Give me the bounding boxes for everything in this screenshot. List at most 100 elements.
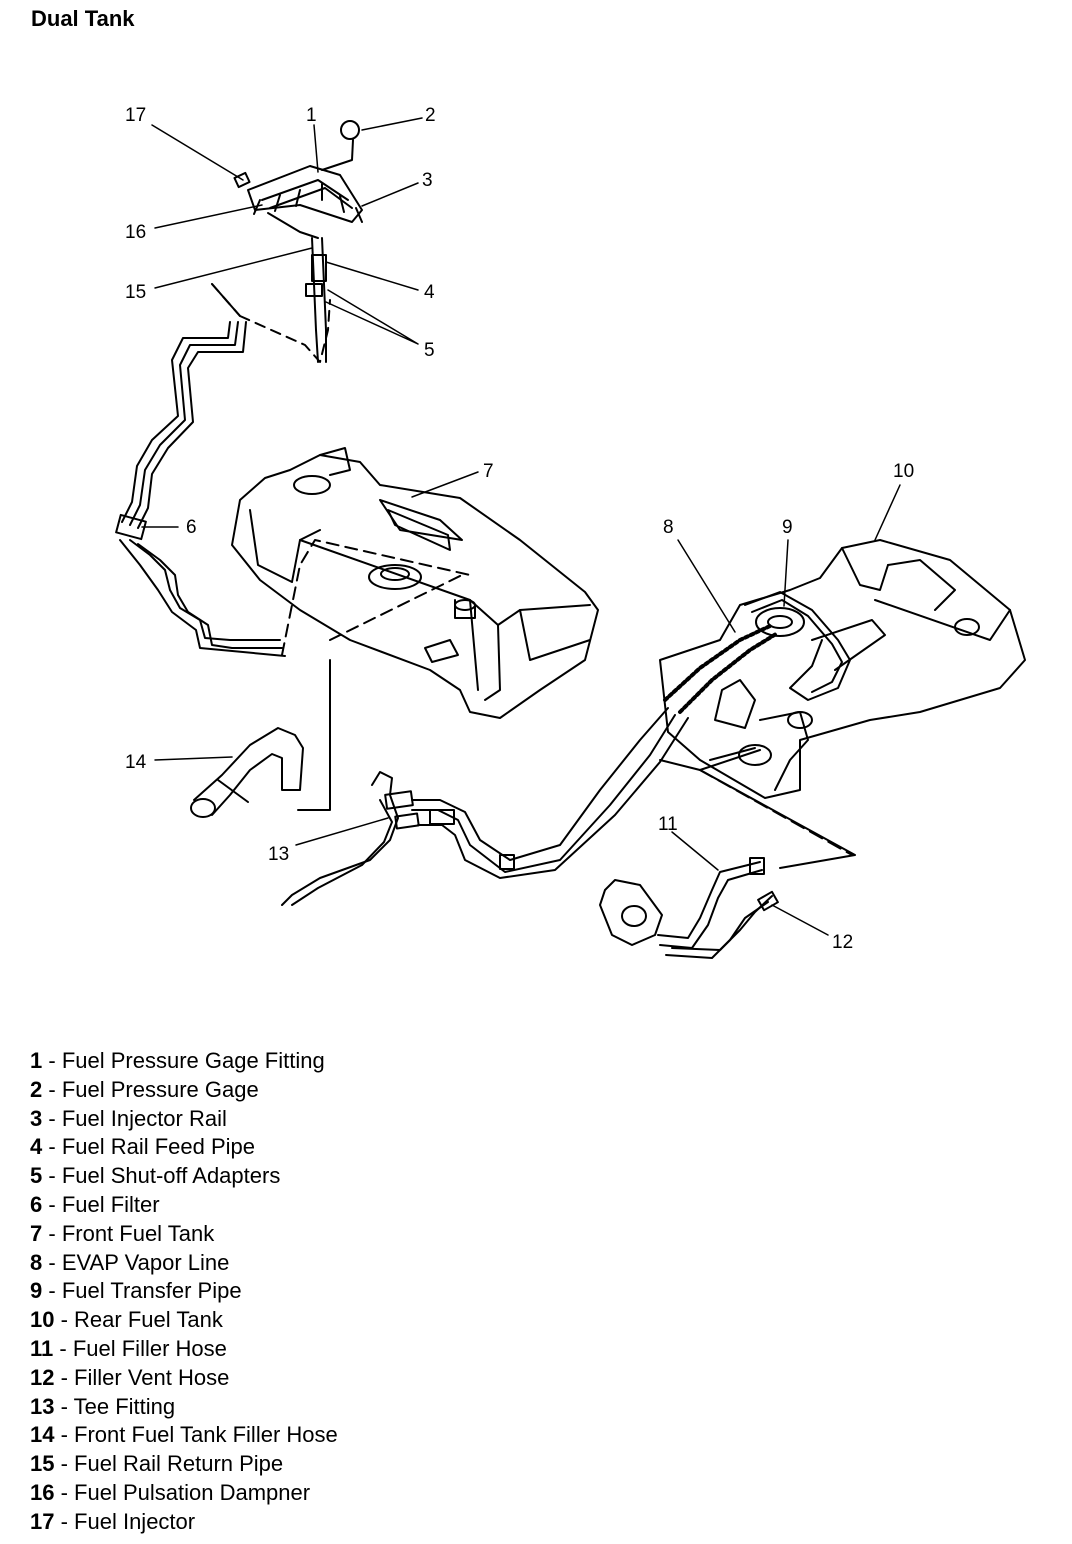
legend-item-separator: -: [53, 1335, 73, 1361]
legend-item-label: Fuel Pressure Gage Fitting: [61, 1048, 325, 1073]
legend-item-number: 8: [30, 1249, 43, 1275]
legend-item-separator: -: [42, 1249, 62, 1275]
legend-item-number: 3: [30, 1105, 43, 1131]
fuel-injector-rail: [233, 120, 363, 239]
fuel-supply-lines: [115, 321, 286, 657]
leader-lines: [141, 117, 901, 936]
legend-item-number: 17: [30, 1508, 55, 1534]
legend-item-number: 4: [30, 1134, 43, 1160]
legend-item-label: Tee Fitting: [73, 1393, 176, 1419]
callout-10: 10: [893, 461, 914, 482]
callout-12: 12: [832, 932, 853, 953]
callout-17: 17: [125, 105, 146, 126]
callout-13: 13: [268, 844, 289, 865]
legend-item: 1 - Fuel Pressure Gage Fitting: [30, 1047, 338, 1076]
legend-item-number: 6: [30, 1191, 43, 1217]
fuel-rail-pipes: [305, 237, 327, 363]
legend-item-number: 16: [30, 1479, 55, 1505]
legend-item: 2 - Fuel Pressure Gage: [30, 1076, 338, 1105]
legend-item-number: 1: [30, 1048, 43, 1073]
fuel-system-diagram: 17 1 2 3 16 4 15 5 7 10 6 8 9 14 11 13 1…: [115, 105, 1026, 959]
callout-4: 4: [424, 282, 435, 303]
evap-vapor-line: [663, 624, 778, 714]
legend-item: 13 - Tee Fitting: [30, 1393, 338, 1422]
routing-guide-lines: [211, 283, 856, 869]
legend-item-separator: -: [54, 1479, 75, 1505]
legend-item: 14 - Front Fuel Tank Filler Hose: [30, 1421, 338, 1450]
fuel-injector-icons: [233, 171, 363, 223]
legend-item-number: 10: [30, 1307, 55, 1333]
legend-item-number: 15: [30, 1451, 55, 1477]
legend-item-separator: -: [54, 1451, 75, 1477]
legend-item-separator: -: [54, 1307, 75, 1333]
legend-item: 5 - Fuel Shut-off Adapters: [30, 1162, 338, 1191]
callout-labels: 17 1 2 3 16 4 15 5 7 10 6 8 9 14 11 13 1…: [125, 105, 914, 953]
front-filler-hose: [190, 727, 304, 818]
diagram-title: Dual Tank: [31, 6, 135, 31]
legend-item-separator: -: [42, 1076, 62, 1102]
legend-item-separator: -: [54, 1508, 75, 1534]
callout-2: 2: [425, 105, 436, 126]
legend-item-label: Fuel Filter: [61, 1191, 160, 1217]
legend-item: 10 - Rear Fuel Tank: [30, 1306, 338, 1335]
legend-item-label: Fuel Injector Rail: [61, 1105, 227, 1131]
legend-item-separator: -: [54, 1393, 74, 1419]
legend-item: 7 - Front Fuel Tank: [30, 1220, 338, 1249]
legend-item-label: Fuel Shut-off Adapters: [61, 1163, 281, 1189]
legend-item-separator: -: [42, 1105, 62, 1131]
callout-6: 6: [186, 517, 197, 538]
callout-3: 3: [422, 170, 433, 191]
callout-8: 8: [663, 517, 674, 538]
legend-item-number: 7: [30, 1220, 43, 1246]
rear-fuel-tank: [659, 539, 1026, 799]
legend-item-label: Fuel Rail Return Pipe: [74, 1451, 284, 1477]
legend-item-separator: -: [42, 1163, 62, 1189]
legend-item-separator: -: [54, 1364, 75, 1390]
legend-item: 15 - Fuel Rail Return Pipe: [30, 1450, 338, 1479]
legend-item-label: EVAP Vapor Line: [61, 1249, 230, 1275]
legend-item-label: Rear Fuel Tank: [74, 1307, 223, 1333]
legend-item-label: Front Fuel Tank Filler Hose: [74, 1422, 338, 1448]
legend-item-number: 14: [30, 1422, 55, 1448]
legend-item-number: 11: [30, 1335, 54, 1361]
legend-item: 11 - Fuel Filler Hose: [30, 1335, 338, 1364]
legend-item-label: Front Fuel Tank: [61, 1220, 215, 1246]
callout-14: 14: [125, 752, 147, 773]
callout-7: 7: [483, 461, 494, 482]
legend-item: 8 - EVAP Vapor Line: [30, 1249, 338, 1278]
callout-11: 11: [658, 814, 678, 835]
legend-item-label: Fuel Pulsation Dampner: [74, 1479, 311, 1505]
rear-filler-hose: [599, 857, 779, 959]
legend-item-label: Fuel Rail Feed Pipe: [61, 1134, 256, 1160]
callout-1: 1: [306, 105, 317, 126]
legend-item: 4 - Fuel Rail Feed Pipe: [30, 1133, 338, 1162]
legend-item-separator: -: [54, 1422, 75, 1448]
callout-9: 9: [782, 517, 793, 538]
legend-item: 16 - Fuel Pulsation Dampner: [30, 1479, 338, 1508]
legend-item: 3 - Fuel Injector Rail: [30, 1105, 338, 1134]
tee-fitting: [281, 707, 689, 906]
front-fuel-tank: [231, 447, 599, 719]
legend-item-number: 5: [30, 1163, 43, 1189]
callout-16: 16: [125, 222, 146, 243]
callout-5: 5: [424, 340, 435, 361]
legend-item-number: 12: [30, 1364, 55, 1390]
legend-item-label: Fuel Pressure Gage: [61, 1076, 259, 1102]
legend-item-separator: -: [42, 1278, 62, 1304]
legend-item: 17 - Fuel Injector: [30, 1508, 338, 1537]
legend-item-number: 9: [30, 1278, 43, 1304]
legend-item-separator: -: [42, 1191, 62, 1217]
legend-item-label: Fuel Transfer Pipe: [61, 1278, 242, 1304]
legend-item-number: 2: [30, 1076, 43, 1102]
legend-item-separator: -: [42, 1134, 62, 1160]
legend-item: 6 - Fuel Filter: [30, 1191, 338, 1220]
legend-item-number: 13: [30, 1393, 55, 1419]
legend-item-separator: -: [42, 1220, 62, 1246]
legend-item-separator: -: [42, 1048, 62, 1073]
legend-item: 9 - Fuel Transfer Pipe: [30, 1277, 338, 1306]
legend-item-label: Filler Vent Hose: [74, 1364, 230, 1390]
legend-item: 12 - Filler Vent Hose: [30, 1364, 338, 1393]
callout-15: 15: [125, 282, 146, 303]
legend-item-label: Fuel Filler Hose: [72, 1335, 227, 1361]
